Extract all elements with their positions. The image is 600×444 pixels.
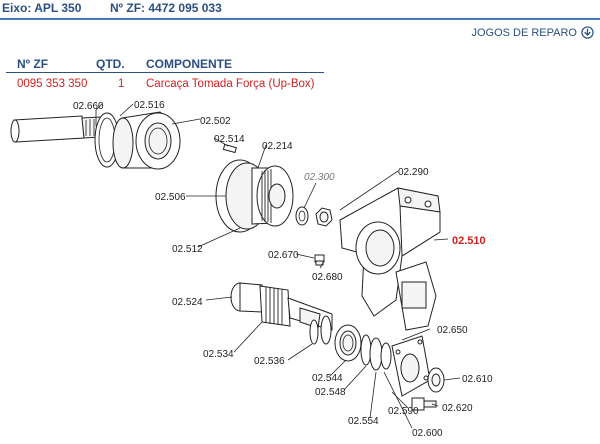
cover-part [391,335,431,397]
label-02600[interactable]: 02.600 [412,428,443,439]
spacer-ring-part [369,337,383,371]
label-02548[interactable]: 02.548 [315,387,346,398]
label-02214[interactable]: 02.214 [262,141,293,152]
nut-part [315,207,333,227]
row-nzf[interactable]: 0095 353 350 [17,78,88,90]
label-02590[interactable]: 02.590 [388,406,419,417]
bolt-part [411,397,437,411]
gear-part [215,159,294,233]
label-02544[interactable]: 02.544 [312,373,343,384]
input-shaft-part [10,115,102,143]
seal-ring-part [309,319,319,345]
label-02660[interactable]: 02.660 [73,101,104,112]
axle-model: Eixo: APL 350 [2,1,82,15]
repair-kits-label: JOGOS DE REPARO [471,26,577,39]
zf-number: Nº ZF: 4472 095 033 [110,1,222,15]
row-qtd: 1 [118,78,125,90]
column-header-nzf: Nº ZF [17,57,49,71]
column-header-componente: COMPONENTE [146,57,233,71]
label-02534[interactable]: 02.534 [203,349,234,360]
retaining-ring-part [360,334,372,366]
housing-part [339,187,441,331]
header-divider [0,18,600,20]
label-02516[interactable]: 02.516 [134,100,165,111]
label-02620[interactable]: 02.620 [442,403,473,414]
label-02650[interactable]: 02.650 [437,325,468,336]
label-02680[interactable]: 02.680 [312,272,343,283]
label-02300[interactable]: 02.300 [304,172,335,183]
pin-part [222,143,237,154]
flange-nut-part [427,367,445,393]
label-02554[interactable]: 02.554 [348,416,379,427]
bearing-part [334,324,362,362]
label-02514[interactable]: 02.514 [214,134,245,145]
exploded-parts-diagram: 02.660 02.516 02.502 02.514 02.214 02.30… [10,100,493,439]
washer-part [295,206,309,226]
output-gear-shaft-part [230,282,333,331]
label-02290[interactable]: 02.290 [398,167,429,178]
label-02670[interactable]: 02.670 [268,250,299,261]
leader-lines [95,103,461,429]
repair-kits-link[interactable]: JOGOS DE REPARO [471,26,594,39]
table-header-divider [6,72,324,73]
label-02536[interactable]: 02.536 [254,356,285,367]
row-componente[interactable]: Carcaça Tomada Força (Up-Box) [146,78,315,90]
label-02506[interactable]: 02.506 [155,192,186,203]
label-02524[interactable]: 02.524 [172,297,203,308]
shim-part [320,315,332,345]
oring-part [380,342,392,370]
circle-arrow-down-icon [581,26,594,39]
label-02510[interactable]: 02.510 [452,235,486,247]
label-02502[interactable]: 02.502 [200,116,231,127]
label-02610[interactable]: 02.610 [462,374,493,385]
label-02512[interactable]: 02.512 [172,244,203,255]
column-header-qtd: QTD. [96,57,125,71]
sliding-sleeve-part [112,111,181,170]
header-bar: Eixo: APL 350 Nº ZF: 4472 095 033 [0,0,600,18]
